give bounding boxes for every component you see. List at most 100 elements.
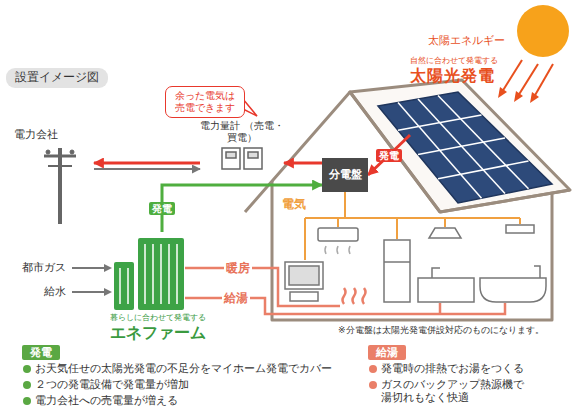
section-tag: 発電 [22,345,60,360]
house [245,80,570,320]
node-text: エネファーム [110,323,206,342]
enefarm-unit-part-part [119,268,121,304]
node-text: 発電 [30,346,52,359]
enefarm-unit-part-part [176,244,178,304]
node-text: 自然に合わせて発電する [410,56,560,66]
supply-arrows-part [72,267,106,269]
solar-panel-part-part [438,96,529,189]
connector [162,185,322,232]
electric-lines-part [337,218,339,227]
bullet-text: ガスのバックアップ熱源機で 湯切れもなく快適 [368,378,546,404]
meter-part [244,148,262,169]
connector [94,162,200,165]
power-pole-part [70,150,74,154]
meter [222,148,262,169]
connector [368,135,410,175]
node-text: 電力会社 [14,128,94,141]
sun-part-part [502,60,522,92]
sun-part [502,60,553,97]
enefarm-unit-part-part [144,244,146,304]
sun-part-part [514,91,523,102]
appliances-part [429,228,461,238]
sun-part [517,5,569,57]
solar-panel-part-part [438,161,529,179]
supply-arrows [72,264,112,296]
appliances-part [384,240,410,302]
enefarm-unit-part-part [160,244,162,304]
electric-lines [305,192,520,260]
power-pole-part [46,150,50,154]
solar-panel [378,92,552,203]
pole-node: 電力会社 [14,128,94,220]
power-pole-part [58,148,62,224]
appliances-part [480,278,546,302]
house-part [350,80,570,212]
connector [94,168,200,170]
energy-label: 太陽エネルギー [428,34,505,47]
bullet-text: 発電時の排熱でお湯をつくる [368,362,524,375]
heating-lines-part [439,303,442,314]
connector-label: 発電 [149,202,175,215]
sun-part-part [534,64,553,97]
appliances-part [290,292,318,301]
callout-tail-part [243,99,257,116]
node-text: 給湯 [376,346,398,359]
sun-part-part [518,64,538,96]
flow-label: 電気 [282,197,306,211]
electric-lines-part [344,192,346,218]
node-text: 余った電気は 売電できます [170,90,240,114]
meter-part [248,152,258,158]
appliances-part [506,225,534,233]
sun-part-part [530,92,539,103]
sun-part [498,87,539,103]
appliances-part [285,262,323,289]
bullet-text: ２つの発電設備で発電量が増加 [22,378,189,391]
meter-part [226,152,236,158]
supply-label: 給水 [44,285,66,298]
title-box: 設置イメージ図 [6,68,108,88]
appliances [285,225,546,302]
flow-label: 給湯 [222,291,250,305]
supply-arrows-part [104,264,112,272]
bullet-text: お天気任せの太陽光発電の不足分をマイホーム発電でカバー [22,362,332,375]
enefarm-unit-part [120,244,177,304]
supply-arrows-part [104,288,112,296]
power-pole-part [44,155,76,158]
connector [284,162,322,165]
heating-lines-part [185,268,340,306]
section-tag: 給湯 [368,345,406,360]
solar-panel-part [398,96,529,199]
heating-lines-part [343,288,366,304]
sun [498,5,569,103]
enefarm-unit-part-part [127,268,129,304]
power-pole-part [48,165,72,167]
callout-bubble: 余った電気は 売電できます [165,86,245,118]
note: ※分電盤は太陽光発電併設対応のものになります。 [338,325,544,336]
enefarm-unit-part [114,262,134,310]
connector-label: 発電 [376,149,402,162]
panel-board: 分電盤 [322,158,368,192]
solar-panel-part [378,92,552,203]
electric-lines-part [304,218,306,260]
appliances-part [289,266,319,285]
appliances-part [418,278,474,302]
solar-node: 自然に合わせて発電する太陽光発電 [410,56,560,206]
enefarm-node: 暮らしに合わせて発電するエネファーム [96,232,220,342]
node-text: 電力量計 （売電・買電） [200,120,284,144]
node-text: 分電盤 [329,168,362,181]
bullet-text: 電力会社への売電量が増える [22,394,178,407]
appliances-part [534,266,540,278]
node-text: 太陽光発電 [410,66,560,85]
meter-node: 電力量計 （売電・買電） [200,120,284,172]
enefarm-unit [114,238,184,310]
electric-lines-part [396,218,398,239]
enefarm-unit-part [138,238,184,310]
appliances-part [318,228,358,241]
electric-lines-part [444,218,446,227]
power-pole [44,148,76,224]
appliances-part [325,246,350,254]
sun-part-part [498,87,507,98]
flow-label: 暖房 [224,261,252,275]
enefarm-unit-part-part [152,244,154,304]
